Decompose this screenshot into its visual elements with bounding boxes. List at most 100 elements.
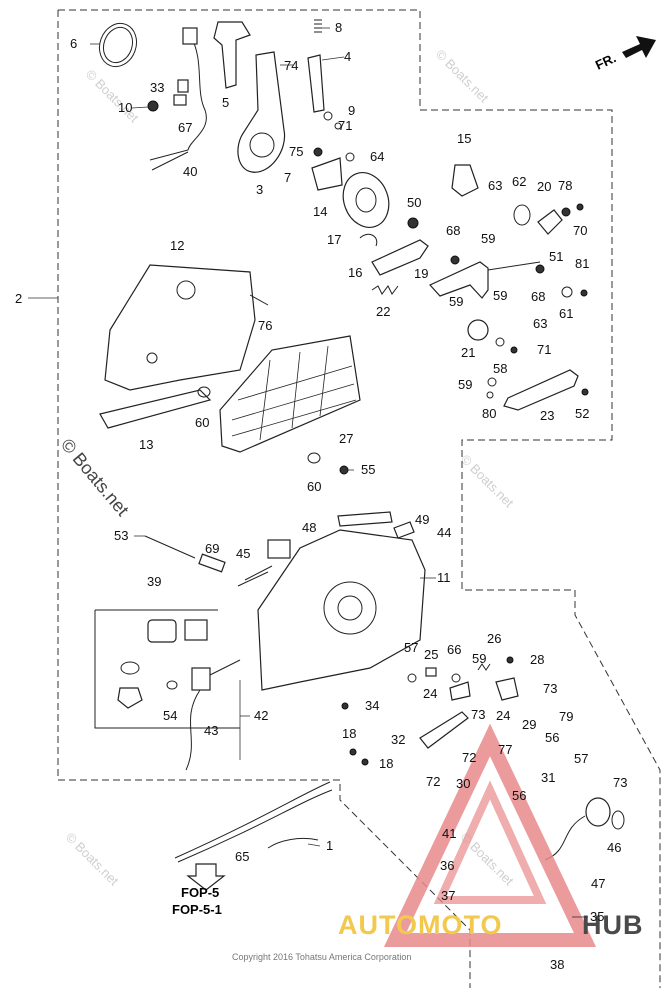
callout-39: 39 [147, 574, 161, 589]
callout-59: 59 [481, 231, 495, 246]
callout-49: 49 [415, 512, 429, 527]
part-ring-62 [513, 204, 531, 226]
callout-18: 18 [342, 726, 356, 741]
part-washer-66 [451, 673, 461, 683]
callout-63: 63 [488, 178, 502, 193]
part-key-switch-39-cap [117, 687, 143, 709]
callout-62: 62 [512, 174, 526, 189]
watermark-text-large: © Boats.net [57, 435, 133, 520]
part-grid-27-ribs [231, 345, 357, 441]
part-bolt-53 [144, 535, 196, 559]
part-switch-40 [182, 27, 198, 45]
part-harness-40-wire [151, 151, 189, 171]
callout-10: 10 [118, 100, 132, 115]
reference-label-2: FOP-5-1 [172, 902, 222, 917]
callout-1: 1 [326, 838, 333, 853]
part-washer-80 [486, 391, 494, 399]
part-spring-59 [477, 663, 491, 671]
part-switch-46 [585, 797, 611, 827]
callout-56: 56 [545, 730, 559, 745]
callout-73-b: 73 [471, 707, 485, 722]
callout-74: 74 [284, 58, 298, 73]
reference-arrow-icon [186, 863, 226, 891]
watermark-text: © Boats.net [433, 47, 492, 106]
callout-44: 44 [437, 525, 451, 540]
part-washer-59 [487, 377, 497, 387]
callout-59-d: 59 [458, 377, 472, 392]
reference-label-1: FOP-5 [181, 885, 219, 900]
part-link-4 [307, 54, 325, 113]
callout-40: 40 [183, 164, 197, 179]
part-housing-48-boss [323, 581, 377, 635]
callout-14: 14 [313, 204, 327, 219]
callout-43: 43 [204, 723, 218, 738]
part-plate-20 [537, 209, 563, 235]
callout-36: 36 [440, 858, 454, 873]
callout-69: 69 [205, 541, 219, 556]
part-cable-1 [174, 781, 331, 859]
part-housing-48-boss-inner [337, 595, 363, 621]
part-washer-61 [561, 286, 573, 298]
watermark-text: © Boats.net [83, 67, 142, 126]
callout-24: 24 [423, 686, 437, 701]
part-pin-64 [345, 152, 355, 162]
callout-3: 3 [256, 182, 263, 197]
callout-72-b: 72 [426, 774, 440, 789]
callout-72: 72 [462, 750, 476, 765]
callout-60-b: 60 [307, 479, 321, 494]
callout-26: 26 [487, 631, 501, 646]
part-switch-45 [267, 539, 291, 559]
callout-12: 12 [170, 238, 184, 253]
part-cam-7 [311, 157, 343, 191]
part-plate-13 [99, 389, 212, 429]
leader-lines [90, 27, 588, 918]
part-nut-68b [535, 264, 545, 274]
callout-31: 31 [541, 770, 555, 785]
callout-64: 64 [370, 149, 384, 164]
part-washer-78 [561, 207, 571, 217]
callout-4: 4 [344, 49, 351, 64]
callout-17: 17 [327, 232, 341, 247]
part-pin-18 [349, 748, 357, 756]
callout-29: 29 [522, 717, 536, 732]
callout-59-b: 59 [449, 294, 463, 309]
callout-33: 33 [150, 80, 164, 95]
callout-5: 5 [222, 95, 229, 110]
part-screw-76 [249, 294, 269, 306]
callout-67: 67 [178, 120, 192, 135]
part-gear-14 [342, 172, 390, 228]
callout-57-b: 57 [574, 751, 588, 766]
callout-75: 75 [289, 144, 303, 159]
part-stop-switch-42-wire [209, 659, 241, 676]
part-cam-21 [467, 319, 489, 341]
part-ring-6-inner [102, 26, 134, 64]
part-lanyard-43 [185, 689, 201, 771]
callout-71: 71 [338, 118, 352, 133]
callout-15: 15 [457, 131, 471, 146]
callout-24-b: 24 [496, 708, 510, 723]
callout-6: 6 [70, 36, 77, 51]
part-rod-19 [487, 261, 541, 271]
part-cable-1-b [177, 789, 333, 863]
assembly-boundary [57, 9, 661, 988]
callout-59-c: 59 [493, 288, 507, 303]
part-cover-12 [104, 264, 256, 391]
automotohub-logo: AUTOMOTO HUB [338, 723, 643, 947]
callout-41: 41 [442, 826, 456, 841]
callout-37: 37 [441, 888, 455, 903]
callout-55: 55 [361, 462, 375, 477]
logo-text-primary: AUTOMOTO [338, 910, 503, 940]
callout-16: 16 [348, 265, 362, 280]
part-gear-14-hub [355, 187, 377, 213]
callout-group: 2 6 33 10 67 40 5 3 8 4 74 9 71 75 64 7 … [15, 20, 627, 972]
part-stop-switch-42 [191, 667, 211, 691]
callout-53: 53 [114, 528, 128, 543]
callout-38: 38 [550, 957, 564, 972]
part-clip-67 [173, 94, 187, 106]
callout-79: 79 [559, 709, 573, 724]
callout-77: 77 [498, 742, 512, 757]
callout-35: 35 [590, 909, 604, 924]
callout-60: 60 [195, 415, 209, 430]
part-boot-65 [267, 837, 319, 849]
